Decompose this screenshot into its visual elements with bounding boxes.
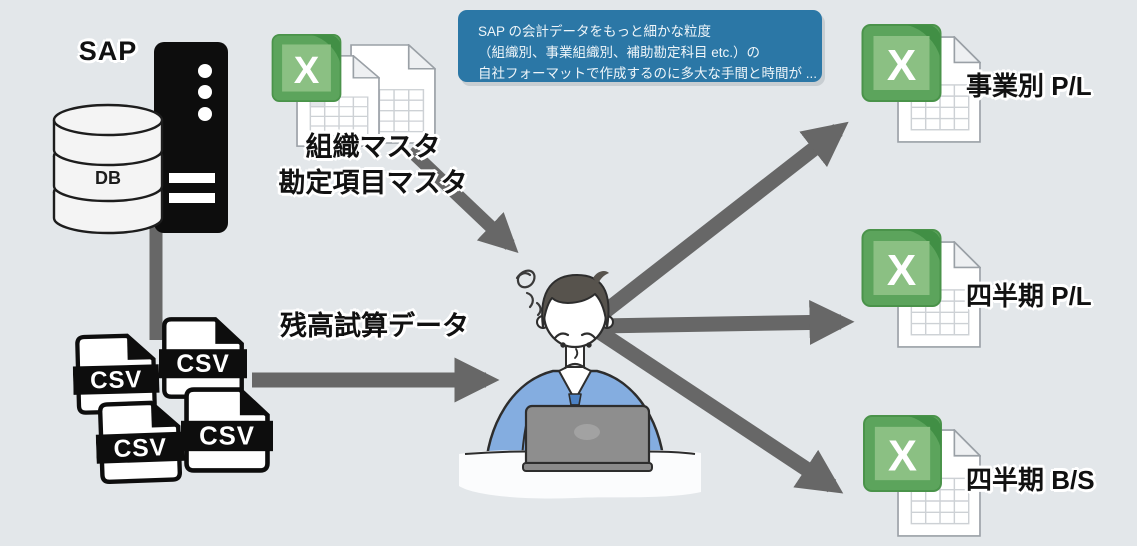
csv-file-icon: CSV [95, 400, 185, 485]
arrow-person-to-output-3 [593, 324, 844, 494]
worker-features [553, 332, 597, 370]
excel-badge-icon: X [863, 415, 942, 492]
bubble-line: 自社フォーマットで作成するのに多大な手間と時間が ... [478, 66, 818, 82]
output-label: 四半期 P/L [966, 281, 1092, 311]
arrow-person-to-output-1 [593, 121, 849, 323]
trial-balance-label: 残高試算データ [280, 311, 469, 341]
csv-file-icon: CSV [181, 387, 273, 473]
laptop-icon [522, 404, 653, 472]
sap-label: SAP [78, 36, 138, 66]
confusion-squiggle-icon [515, 269, 542, 317]
output-label: 事業別 P/L [966, 71, 1092, 101]
worker-eye [586, 342, 592, 348]
excel-badge-icon: X [861, 229, 942, 307]
worker-illustration [459, 269, 701, 499]
svg-text:X: X [294, 49, 320, 92]
bubble-line: SAP の会計データをもっと細かな粒度 [478, 24, 712, 39]
speech-bubble: SAP の会計データをもっと細かな粒度 （組織別、事業組織別、補助勘定科目 et… [458, 10, 822, 82]
master-files-label-line2: 勘定項目マスタ [278, 167, 468, 198]
svg-text:X: X [887, 246, 916, 295]
svg-text:CSV: CSV [199, 423, 255, 451]
svg-text:CSV: CSV [90, 366, 143, 394]
db-label: DB [95, 168, 121, 188]
arrow-person-to-output-2 [597, 300, 855, 346]
worker-eye [560, 342, 566, 348]
arrow-master-to-person [405, 145, 519, 254]
master-files-label-line1: 組織マスタ [305, 132, 441, 162]
server-icon [154, 42, 228, 233]
excel-badge-icon: X [271, 34, 342, 102]
svg-text:X: X [887, 41, 916, 90]
output-label: 四半期 B/S [966, 465, 1095, 495]
svg-text:X: X [888, 432, 917, 480]
bubble-line: （組織別、事業組織別、補助勘定科目 etc.）の [478, 45, 761, 61]
svg-text:CSV: CSV [113, 434, 167, 463]
svg-text:CSV: CSV [176, 351, 229, 378]
worker-hair [541, 274, 610, 329]
database-icon: DB [52, 103, 164, 235]
master-files-label: 組織マスタ 勘定項目マスタ [258, 130, 488, 201]
csv-file-icon: CSV [72, 333, 160, 415]
csv-file-icon: CSV [159, 317, 247, 399]
worker-hair-tuft [593, 270, 609, 284]
excel-badge-icon: X [861, 24, 942, 102]
